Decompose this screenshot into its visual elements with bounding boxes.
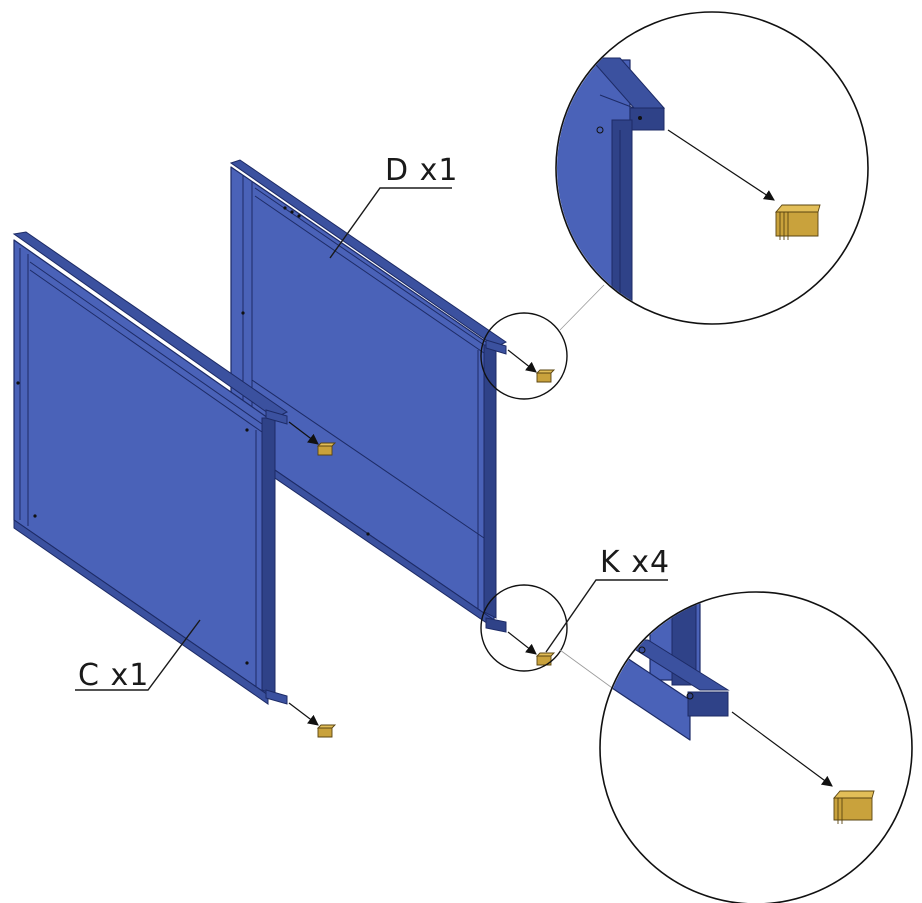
label-clip-k: K x4 bbox=[545, 545, 670, 653]
clip-k-detail-lower bbox=[833, 790, 875, 824]
detail-arrow bbox=[731, 711, 833, 787]
panel-d bbox=[229, 159, 507, 633]
label-panel-c: C x1 bbox=[75, 619, 201, 693]
detail-circle-upper bbox=[480, 312, 568, 400]
detail-arrow bbox=[667, 129, 775, 201]
clip-k-upper-c bbox=[316, 442, 337, 456]
detail-circle-lower bbox=[480, 584, 568, 672]
insert-arrow bbox=[507, 349, 537, 373]
clip-k-upper-d bbox=[535, 369, 556, 383]
insert-arrow bbox=[288, 421, 319, 445]
clip-k-detail-upper bbox=[775, 204, 821, 240]
detail-connector bbox=[559, 649, 616, 691]
detail-view-lower bbox=[599, 591, 913, 903]
insert-arrow bbox=[288, 702, 319, 726]
label-c-text: C x1 bbox=[78, 658, 149, 693]
clip-k-lower-c bbox=[316, 724, 337, 738]
clip-k-lower-d bbox=[535, 652, 556, 666]
panel-c bbox=[12, 231, 288, 705]
detail-connector bbox=[559, 284, 605, 331]
detail-view-upper bbox=[555, 11, 869, 325]
insert-arrow bbox=[507, 631, 537, 655]
label-k-text: K x4 bbox=[600, 545, 670, 580]
label-panel-d: D x1 bbox=[329, 153, 458, 259]
label-d-text: D x1 bbox=[385, 153, 458, 188]
